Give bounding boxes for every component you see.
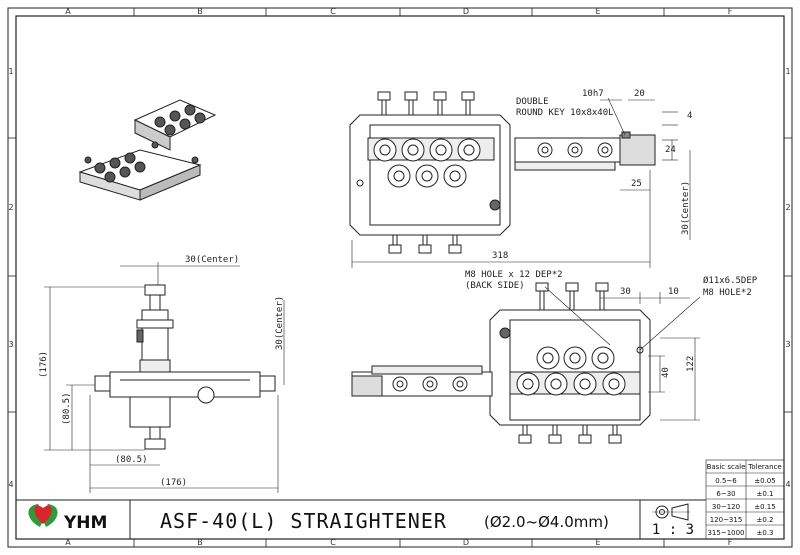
phi-line2: M8 HOLE*2 — [703, 288, 752, 298]
grid-col-b-bottom: B — [197, 538, 203, 547]
grid-row-1-left: 1 — [8, 67, 13, 76]
front-view — [349, 91, 656, 254]
tol-row3-scale: 30~120 — [712, 503, 740, 511]
front-view-dimensions — [351, 97, 691, 268]
grid-top — [8, 8, 792, 547]
tol-row1-tol: ±0.05 — [754, 477, 775, 485]
projection-symbol-icon — [652, 503, 690, 521]
grid-col-c-top: C — [330, 7, 336, 16]
dim-80-5-horiz: (80.5) — [115, 455, 148, 465]
grid-col-f-bottom: F — [728, 538, 733, 547]
grid-row-3-right: 3 — [785, 340, 790, 349]
hole-line2: (BACK SIDE) — [465, 281, 525, 291]
dim-25: 25 — [631, 179, 642, 189]
top-view — [351, 282, 651, 444]
dim-176-horiz: (176) — [160, 478, 187, 488]
grid-col-e-bottom: E — [595, 538, 600, 547]
key-line1: DOUBLE — [516, 97, 549, 107]
grid-col-b-top: B — [197, 7, 203, 16]
grid-row-2-left: 2 — [8, 203, 13, 212]
hole-line1: M8 HOLE x 12 DEP*2 — [465, 270, 563, 280]
grid-row-4-left: 4 — [8, 480, 13, 489]
tolerance-table — [705, 459, 785, 540]
dim-20: 20 — [634, 89, 645, 99]
tol-header-basic: Basic scale — [707, 463, 746, 471]
grid-row-3-left: 3 — [8, 340, 13, 349]
side-view-dimensions — [44, 262, 285, 493]
dim-center-top-left: 30(Center) — [185, 255, 239, 265]
title-block-frame — [16, 499, 706, 539]
tol-header-tolerance: Tolerance — [747, 463, 781, 471]
drawing-title: ASF-40(L) STRAIGHTENER — [160, 509, 447, 533]
grid-row-4-right: 4 — [785, 480, 790, 489]
dim-4: 4 — [687, 111, 692, 121]
tol-row4-tol: ±0.2 — [757, 516, 774, 524]
grid-col-c-bottom: C — [330, 538, 336, 547]
top-view-dimensions — [544, 286, 701, 421]
grid-col-d-bottom: D — [463, 538, 469, 547]
dim-center-right: 30(Center) — [681, 181, 691, 235]
dim-176-vert: (176) — [39, 351, 49, 378]
dim-30: 30 — [620, 287, 631, 297]
side-view — [94, 284, 276, 450]
dim-318: 318 — [492, 251, 508, 261]
grid-col-a-bottom: A — [65, 538, 71, 547]
dim-80-5-vert: (80.5) — [62, 392, 72, 425]
logo-text: YHM — [63, 513, 107, 533]
tol-row5-tol: ±0.3 — [757, 529, 774, 537]
tol-row2-tol: ±0.1 — [757, 490, 774, 498]
tol-row3-tol: ±0.15 — [754, 503, 775, 511]
dim-10: 10 — [668, 287, 679, 297]
outer-frame — [7, 7, 793, 548]
grid-col-f-top: F — [728, 7, 733, 16]
drawing-range: (Ø2.0~Ø4.0mm) — [484, 513, 609, 531]
grid-col-e-top: E — [595, 7, 600, 16]
grid-row-2-right: 2 — [785, 203, 790, 212]
dim-40: 40 — [661, 367, 671, 378]
dim-center-vert-left: 30(Center) — [275, 296, 285, 350]
phi-line1: Ø11x6.5DEP — [703, 275, 758, 286]
grid-col-d-top: D — [463, 7, 469, 16]
tol-row5-scale: 315~1000 — [707, 529, 744, 537]
logo-mark — [28, 504, 58, 527]
dim-122: 122 — [686, 356, 696, 372]
grid-col-a-top: A — [65, 7, 71, 16]
dim-fit: 10h7 — [582, 89, 604, 99]
isometric-view — [78, 99, 217, 201]
tol-row4-scale: 120~315 — [710, 516, 743, 524]
dim-24: 24 — [665, 145, 676, 155]
tol-row2-scale: 6~30 — [716, 490, 735, 498]
tol-row1-scale: 0.5~6 — [715, 477, 737, 485]
key-line2: ROUND KEY 10x8x40L — [516, 108, 614, 118]
grid-row-1-right: 1 — [785, 67, 790, 76]
drawing-scale: 1 : 3 — [652, 522, 694, 538]
